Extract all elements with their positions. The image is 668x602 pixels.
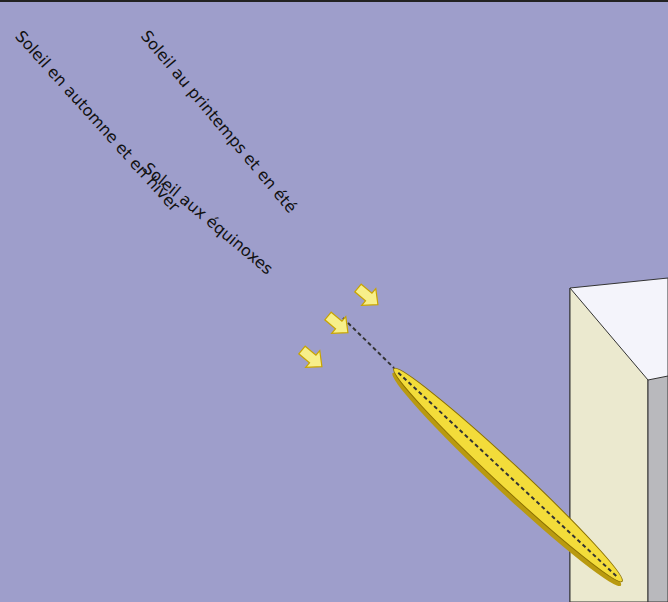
top-border — [0, 0, 668, 2]
sun-arrow — [295, 342, 329, 376]
sun-arrow — [321, 308, 355, 342]
dial-disk — [382, 360, 631, 595]
sun-arrow — [351, 280, 385, 314]
axis-line — [343, 318, 394, 368]
wall-shadow — [648, 376, 668, 602]
